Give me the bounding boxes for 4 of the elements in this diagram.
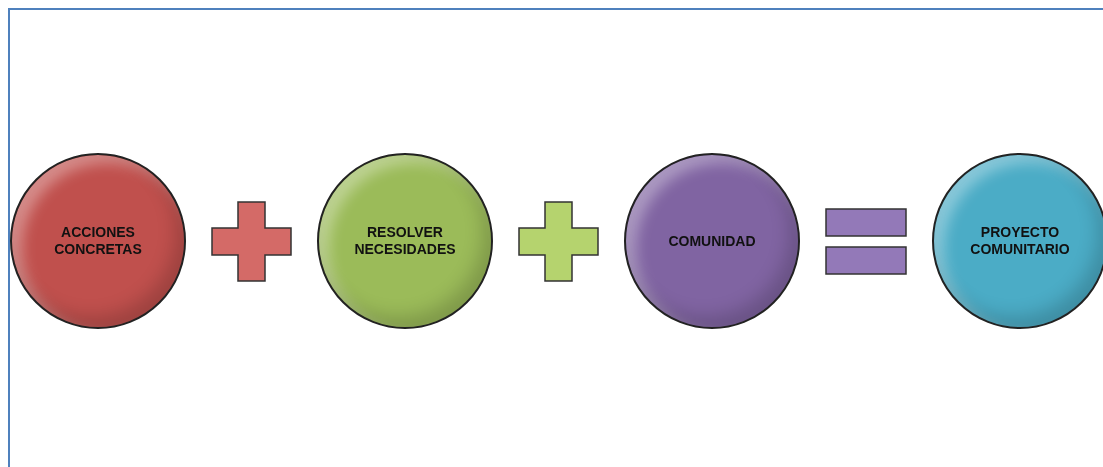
node-label: RESOLVER NECESIDADES (353, 224, 457, 258)
node-label: COMUNIDAD (668, 232, 756, 250)
node-label: ACCIONES CONCRETAS (53, 224, 143, 258)
node-label: PROYECTO COMUNITARIO (969, 224, 1071, 258)
